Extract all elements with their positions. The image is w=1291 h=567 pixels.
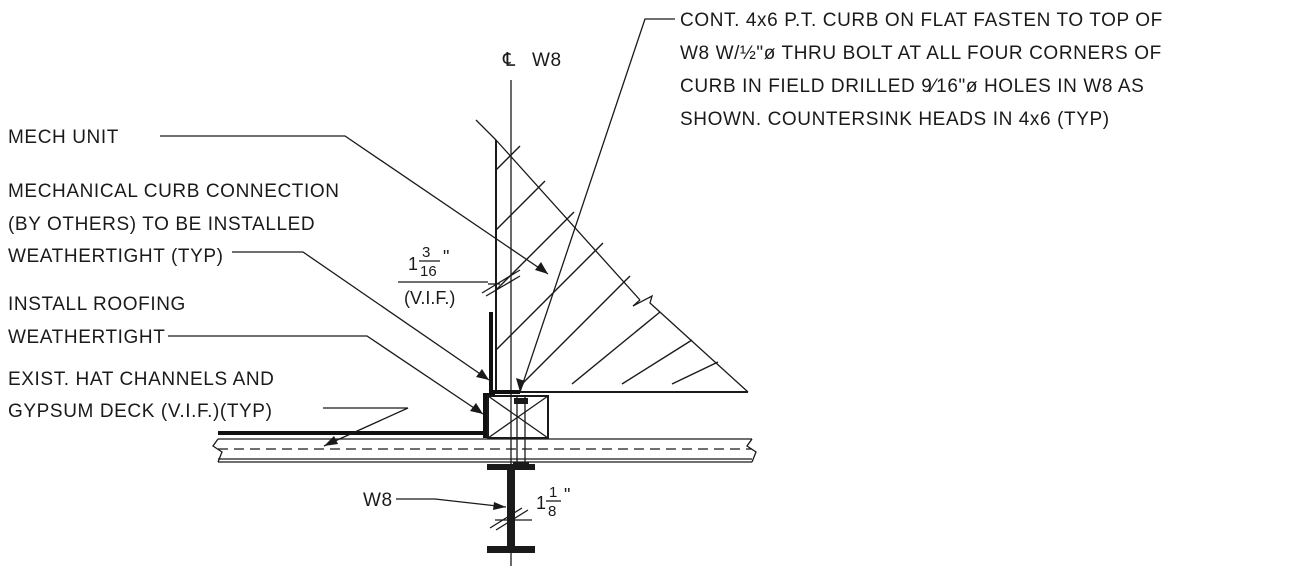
- curb-note-line3: CURB IN FIELD DRILLED 9⁄16"ø HOLES IN W8…: [680, 76, 1144, 97]
- curb-gap-dimension: 1 3 16 " (V.I.F.): [398, 244, 488, 308]
- mech-unit-label: MECH UNIT: [8, 127, 119, 148]
- curb-gap-unit: ": [443, 247, 449, 267]
- beam-web-whole: 1: [536, 493, 546, 513]
- thru-bolt: [513, 395, 529, 469]
- centerline-symbol: ℄: [502, 50, 516, 71]
- deck-line2: GYPSUM DECK (V.I.F.)(TYP): [8, 401, 273, 422]
- curb-gap-numerator: 3: [422, 244, 430, 261]
- curb-note-line4: SHOWN. COUNTERSINK HEADS IN 4x6 (TYP): [680, 109, 1110, 130]
- roofing-note: INSTALL ROOFING WEATHERTIGHT: [8, 294, 186, 348]
- curb-connection-line2: (BY OTHERS) TO BE INSTALLED: [8, 214, 315, 235]
- deck-line1: EXIST. HAT CHANNELS AND: [8, 369, 275, 390]
- curb-gap-denominator: 16: [420, 263, 437, 280]
- roofing-line1: INSTALL ROOFING: [8, 294, 186, 315]
- curb-note: CONT. 4x6 P.T. CURB ON FLAT FASTEN TO TO…: [680, 10, 1163, 130]
- hatch-lines: [495, 145, 719, 385]
- leaders: [160, 18, 675, 510]
- curb-gap-whole: 1: [408, 254, 418, 274]
- dimension-marks: [481, 269, 532, 531]
- curb-note-line1: CONT. 4x6 P.T. CURB ON FLAT FASTEN TO TO…: [680, 10, 1163, 31]
- beam-web-dimension: 1 1 8 ": [536, 484, 570, 520]
- curb-connection-line1: MECHANICAL CURB CONNECTION: [8, 181, 340, 202]
- beam-web-numerator: 1: [549, 484, 557, 501]
- curb-connection-note: MECHANICAL CURB CONNECTION (BY OTHERS) T…: [8, 181, 340, 267]
- roof-deck: [212, 431, 757, 463]
- deck-note: EXIST. HAT CHANNELS AND GYPSUM DECK (V.I…: [8, 369, 275, 422]
- curb-note-line2: W8 W/½"ø THRU BOLT AT ALL FOUR CORNERS O…: [680, 43, 1162, 64]
- roofing-line2: WEATHERTIGHT: [8, 327, 165, 348]
- centerline-label: ℄ W8: [502, 50, 562, 71]
- beam-web-unit: ": [564, 485, 570, 505]
- curb-gap-qualifier: (V.I.F.): [404, 288, 455, 308]
- w8-beam: [487, 464, 535, 553]
- beam-web-denominator: 8: [548, 503, 556, 520]
- mech-unit-section: [475, 119, 749, 393]
- centerline-text: W8: [532, 50, 562, 71]
- beam-label: W8: [363, 490, 393, 511]
- curb-connection-line3: WEATHERTIGHT (TYP): [8, 246, 224, 267]
